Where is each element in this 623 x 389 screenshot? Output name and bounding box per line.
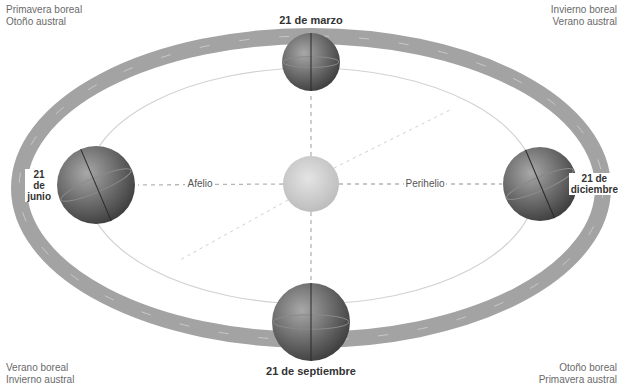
earth-globe [281, 32, 341, 92]
date-label: 21 de marzo [277, 14, 345, 26]
guide-line [334, 110, 450, 168]
earth-position: 21 de septiembre [271, 282, 351, 362]
sun [283, 156, 339, 212]
sun-line [310, 212, 311, 282]
earth-position: 21 de diciembre [502, 146, 578, 222]
season-label: Otoño boreal [559, 362, 617, 373]
earth-globe [502, 146, 578, 222]
date-label: 21 de junio [25, 169, 53, 202]
date-label: 21 de diciembre [569, 173, 620, 195]
earth-position: 21 de marzo [281, 32, 341, 92]
inner-orbit [86, 68, 536, 304]
earth-globe [56, 145, 136, 225]
date-label: 21 de septiembre [264, 365, 358, 377]
season-label: Verano boreal [6, 362, 68, 373]
sun-line [310, 93, 311, 156]
orbit-point-label: Afelio [185, 178, 214, 189]
season-label: Primavera boreal [6, 4, 82, 15]
guide-line [180, 200, 288, 260]
season-label: Primavera austral [539, 374, 617, 385]
earth-position: 21 de junio [56, 145, 136, 225]
season-label: Invierno austral [6, 374, 74, 385]
season-label: Invierno boreal [551, 4, 617, 15]
earth-globe [271, 282, 351, 362]
season-label: Verano austral [553, 16, 618, 27]
orbit-point-label: Perihelio [404, 178, 447, 189]
season-label: Otoño austral [6, 16, 66, 27]
